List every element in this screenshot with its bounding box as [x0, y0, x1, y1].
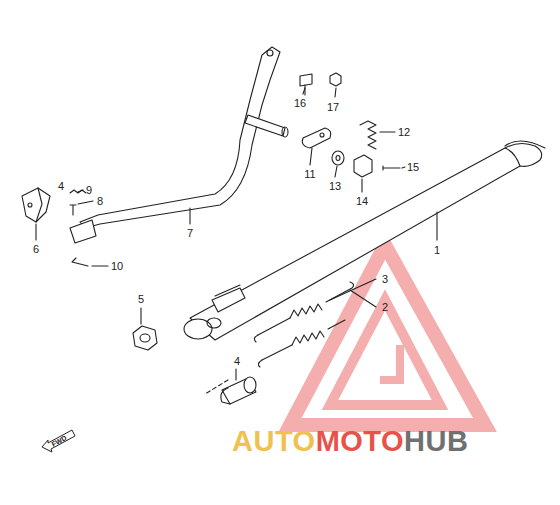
callout-number: 16	[294, 98, 306, 109]
callout-number: 5	[138, 294, 144, 305]
callout-number: 15	[407, 162, 419, 173]
callout-number: 8	[97, 196, 103, 207]
callout-number: 7	[187, 228, 193, 239]
callout-number: 1	[434, 245, 440, 256]
callout-number: 14	[356, 196, 368, 207]
callout-number: 11	[304, 169, 315, 180]
callout-number: 17	[327, 102, 339, 113]
callout-number: 9	[86, 185, 92, 196]
callout-number: 4	[58, 181, 64, 192]
callout-number: 2	[382, 302, 388, 313]
callout-number: 12	[398, 127, 410, 138]
watermark-text: HUB	[404, 427, 468, 456]
callout-number: 6	[33, 244, 39, 255]
callout-number: 3	[382, 274, 388, 285]
watermark-text: MOTO	[316, 427, 404, 456]
direction-arrow-text: FWD	[50, 434, 67, 448]
callout-number: 10	[111, 261, 123, 272]
callout-number: 13	[329, 181, 341, 192]
watermark-text: AUTO	[232, 427, 316, 456]
callout-number: 4	[234, 356, 240, 367]
